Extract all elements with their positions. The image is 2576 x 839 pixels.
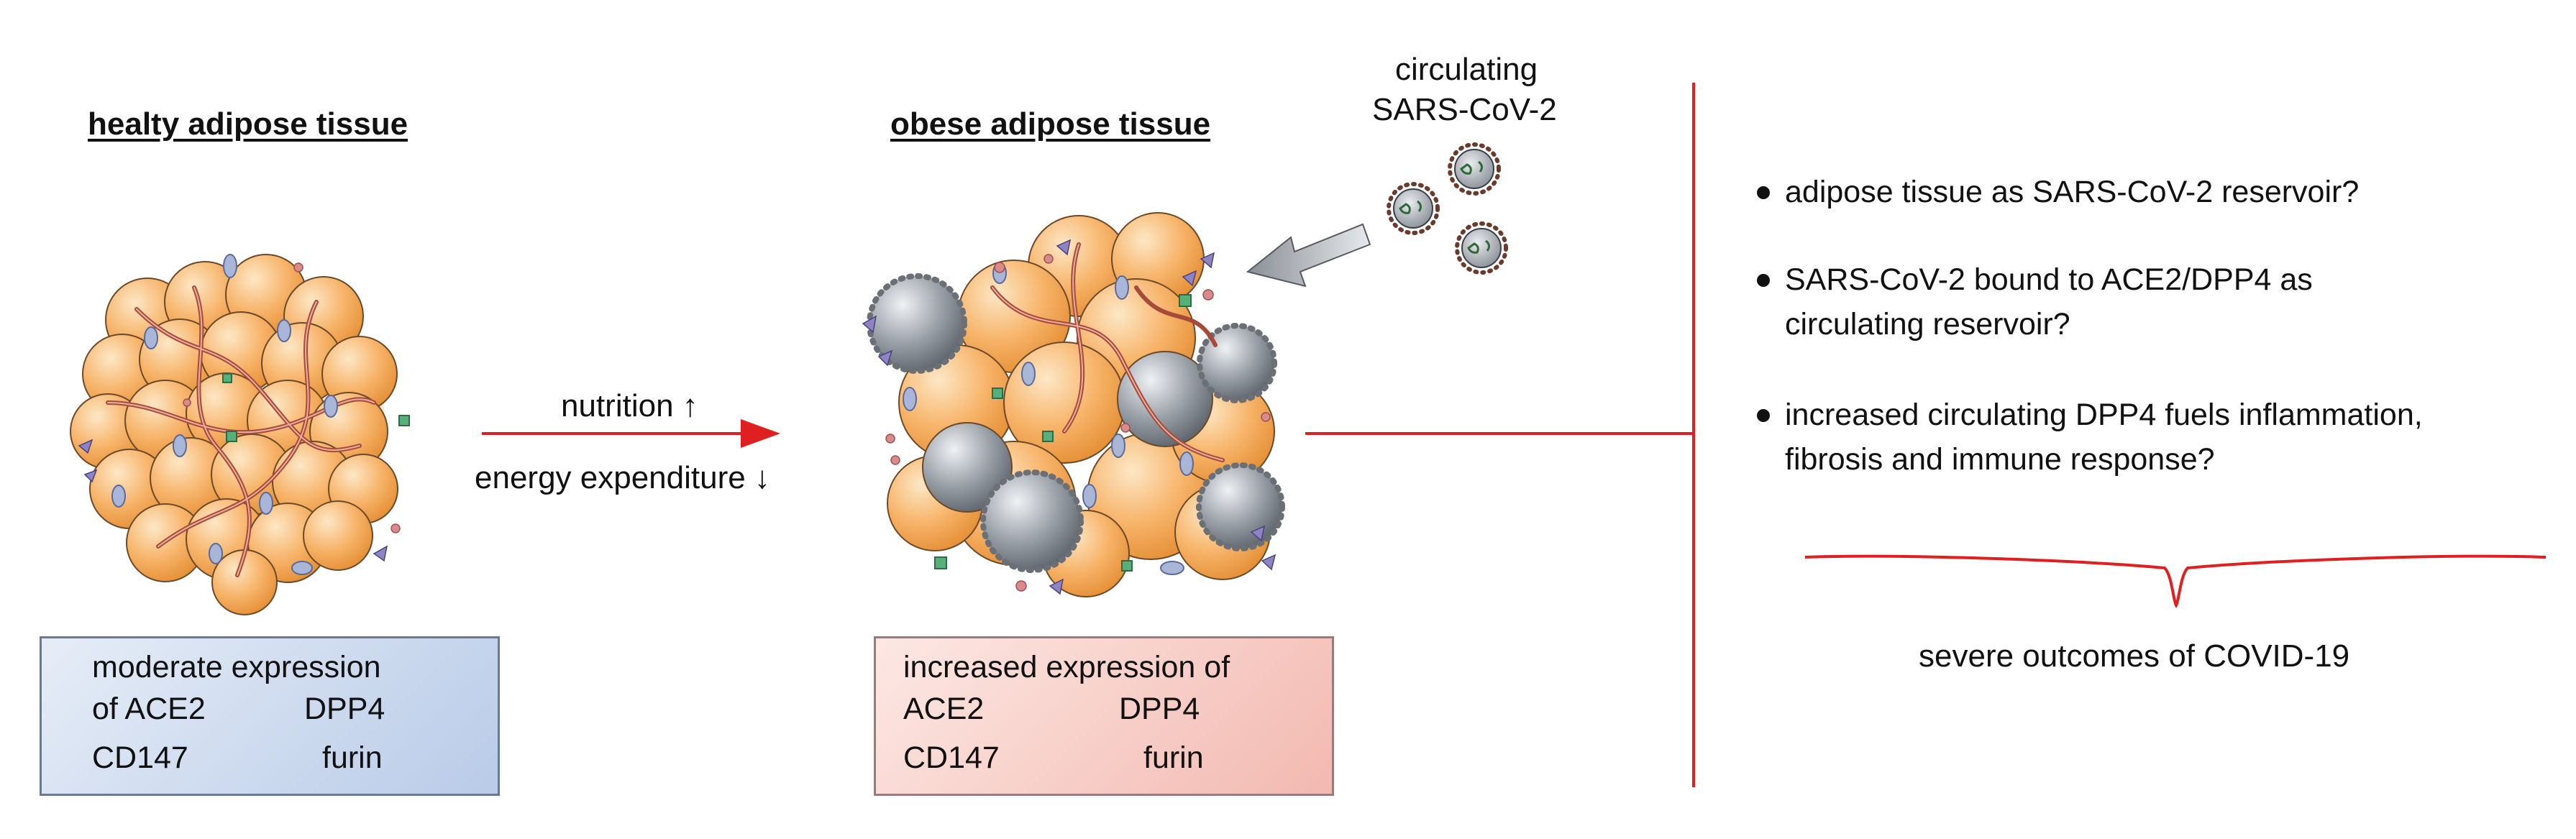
healthy-tissue-title: healty adipose tissue: [88, 106, 408, 142]
healthy-legend-line1: moderate expression: [92, 650, 381, 684]
transition-arrow: [482, 419, 780, 448]
outcome-label: severe outcomes of COVID-19: [1919, 638, 2350, 674]
obese-legend-cd147-label: CD147: [903, 741, 1000, 775]
bullet-dpp4-line1: increased circulating DPP4 fuels inflamm…: [1785, 398, 2423, 432]
bullet-dpp4-line2: fibrosis and immune response?: [1785, 442, 2215, 477]
healthy-legend-furin-label: furin: [322, 741, 383, 775]
healthy-legend-box: moderate expression of ACE2 DPP4 CD147 f…: [40, 636, 500, 796]
bullet-bound-line1: SARS-CoV-2 bound to ACE2/DPP4 as: [1785, 262, 2313, 297]
bullet-bound-line2: circulating reservoir?: [1785, 307, 2070, 341]
obese-legend-dpp4-label: DPP4: [1119, 692, 1200, 726]
healthy-legend-dpp4-label: DPP4: [304, 692, 385, 726]
obese-adipose-cluster: [862, 212, 1285, 597]
virus-particles: [1387, 142, 1508, 275]
bullet-reservoir: adipose tissue as SARS-CoV-2 reservoir?: [1785, 170, 2359, 214]
obese-legend-ace2-label: ACE2: [903, 692, 985, 726]
bullet-dpp4-inflammation: increased circulating DPP4 fuels inflamm…: [1785, 393, 2423, 482]
nutrition-label: nutrition ↑: [561, 388, 698, 423]
virus-particle: [1448, 142, 1501, 196]
virus-particle: [1455, 221, 1508, 275]
bullet-bound-ace2-dpp4: SARS-CoV-2 bound to ACE2/DPP4 as circula…: [1785, 257, 2313, 347]
virus-label-line1: circulating: [1395, 52, 1538, 87]
healthy-legend-ace2-label: of ACE2: [92, 692, 206, 726]
outcome-brace: [1804, 554, 2547, 609]
obese-legend-line1: increased expression of: [903, 650, 1230, 684]
obese-tissue-title: obese adipose tissue: [890, 106, 1211, 142]
obese-legend-box: increased expression of ACE2 DPP4 CD147 …: [874, 636, 1334, 796]
healthy-legend-cd147-label: CD147: [92, 741, 188, 775]
bullet-reservoir-line1: adipose tissue as SARS-CoV-2 reservoir?: [1785, 175, 2360, 209]
virus-entry-arrow: [1246, 223, 1371, 288]
obese-legend-furin-label: furin: [1143, 741, 1204, 775]
virus-particle: [1387, 182, 1440, 235]
virus-label-line2: SARS-CoV-2: [1372, 92, 1557, 127]
energy-expenditure-label: energy expenditure ↓: [475, 460, 770, 495]
bullet-dots: [1757, 186, 1770, 422]
healthy-adipose-cluster: [70, 254, 410, 615]
